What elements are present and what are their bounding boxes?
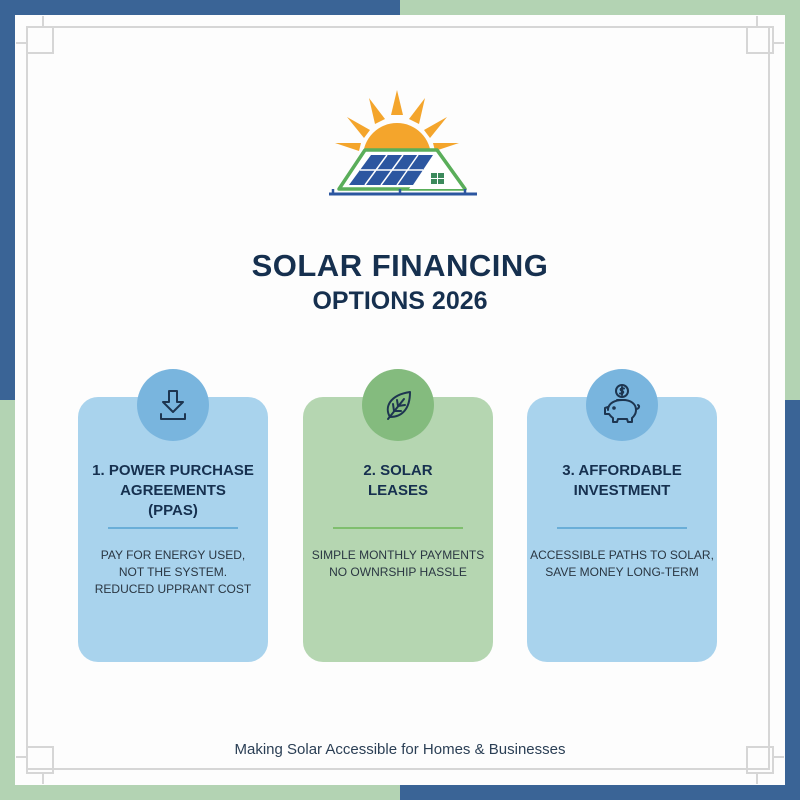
card-icon-badge (586, 369, 658, 441)
footer-tagline: Making Solar Accessible for Homes & Busi… (234, 741, 566, 758)
piggy-bank-dollar-icon (604, 384, 641, 423)
frame-tick (756, 772, 758, 784)
card-divider (108, 527, 238, 529)
frame-corner-top-right (746, 26, 774, 54)
page-title: SOLAR FINANCING (251, 248, 549, 283)
card-solar-leases: 2. SOLAR LEASES SIMPLE MONTHLY PAYMENTS … (303, 369, 493, 662)
frame-corner-top-left (26, 26, 54, 54)
download-icon (160, 390, 186, 420)
card-icon-badge (362, 369, 434, 441)
frame-corner-bottom-right (746, 746, 774, 774)
decorative-frame (26, 26, 770, 770)
card-description: ACCESSIBLE PATHS TO SOLAR, SAVE MONEY LO… (530, 548, 714, 579)
page-subtitle: OPTIONS 2026 (312, 287, 488, 315)
card-divider (557, 527, 687, 529)
card-description: SIMPLE MONTHLY PAYMENTS NO OWNRSHIP HASS… (311, 548, 485, 579)
frame-tick (42, 16, 44, 28)
card-title: 3. AFFORDABLE INVESTMENT (562, 462, 682, 499)
card-title: 2. SOLAR LEASES (363, 462, 433, 499)
leaf-icon (386, 391, 411, 420)
frame-tick (42, 772, 44, 784)
card-power-purchase-agreements: 1. POWER PURCHASE AGREEMENTS (PPAS) PAY … (78, 369, 268, 662)
frame-tick (756, 16, 758, 28)
card-affordable-investment: 3. AFFORDABLE INVESTMENT ACCESSIBLE PATH… (527, 369, 717, 662)
card-title: 1. POWER PURCHASE AGREEMENTS (PPAS) (92, 462, 254, 519)
sun-house-solar-panel-icon (329, 90, 477, 196)
frame-tick (772, 42, 784, 44)
frame-tick (16, 756, 28, 758)
frame-tick (16, 42, 28, 44)
frame-tick (772, 756, 784, 758)
card-divider (333, 527, 463, 529)
frame-corner-bottom-left (26, 746, 54, 774)
card-description: PAY FOR ENERGY USED, NOT THE SYSTEM. RED… (94, 548, 252, 596)
card-icon-badge (137, 369, 209, 441)
